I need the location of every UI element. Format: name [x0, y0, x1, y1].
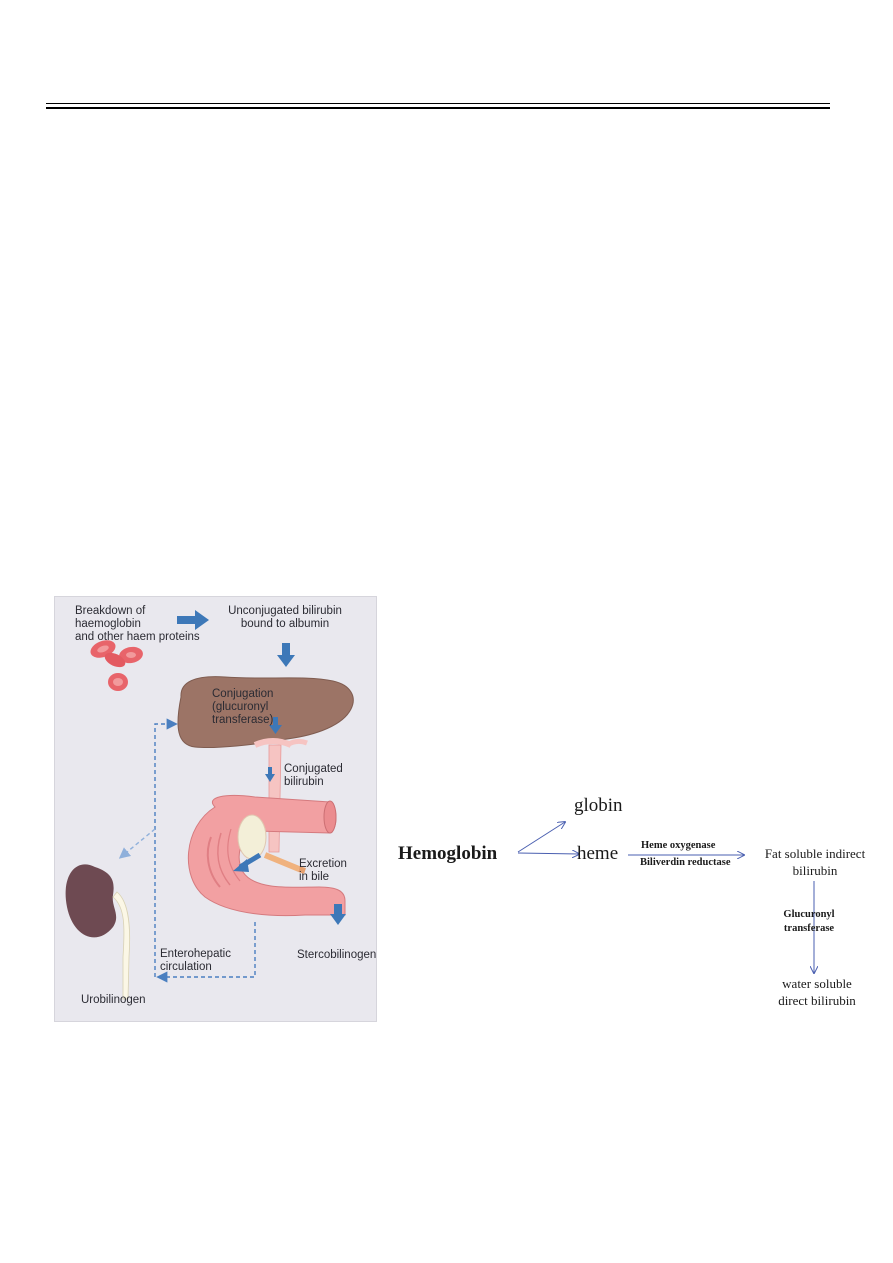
- glucuronyl-transferase-label: Glucuronyl transferase: [783, 909, 835, 934]
- duct-arrow-icon: [265, 767, 275, 782]
- header-rule-bottom: [46, 107, 830, 109]
- red-blood-cells-icon: [90, 640, 143, 691]
- liver-shape: [177, 676, 354, 749]
- heme-oxygenase-label: Heme oxygenase: [641, 840, 716, 851]
- breakdown-arrow-icon: [177, 610, 209, 630]
- enterohepatic-label: Enterohepatic circulation: [160, 948, 231, 973]
- urobilinogen-label: Urobilinogen: [81, 994, 146, 1006]
- header-rule-top: [46, 103, 830, 104]
- biliverdin-reductase-label: Biliverdin reductase: [640, 857, 731, 868]
- illustration-svg: [65, 610, 354, 1000]
- conjugation-label: Conjugation (glucuronyl transferase): [212, 688, 274, 726]
- heme-label: heme: [577, 843, 619, 864]
- conjugated-bilirubin-label: Conjugated bilirubin: [284, 763, 343, 788]
- globin-label: globin: [574, 795, 623, 816]
- stercobilinogen-arrow-icon: [330, 904, 346, 925]
- down-to-liver-arrow-icon: [277, 643, 295, 667]
- excretion-label: Excretion in bile: [299, 858, 347, 883]
- conjugation-arrow-icon: [269, 717, 282, 734]
- bilirubin-metabolism-illustration: Breakdown of haemoglobin and other haem …: [54, 596, 377, 1022]
- hemoglobin-to-heme-arrow: [517, 853, 579, 854]
- excretion-arrow-icon: [233, 852, 262, 872]
- water-soluble-bilirubin-label: water soluble direct bilirubin: [778, 976, 856, 1008]
- hemoglobin-label: Hemoglobin: [398, 843, 498, 864]
- stercobilinogen-label: Stercobilinogen: [297, 949, 377, 961]
- fat-soluble-bilirubin-label: Fat soluble indirect bilirubin: [764, 846, 866, 878]
- hemoglobin-to-globin-arrow: [517, 822, 565, 853]
- unconjugated-bilirubin-label: Unconjugated bilirubin bound to albumin: [228, 605, 342, 630]
- enterohepatic-dashed-path: [118, 718, 256, 983]
- kidney-shape: [65, 864, 131, 1000]
- intestine-shape: [187, 794, 346, 917]
- breakdown-label: Breakdown of haemoglobin and other haem …: [75, 605, 200, 643]
